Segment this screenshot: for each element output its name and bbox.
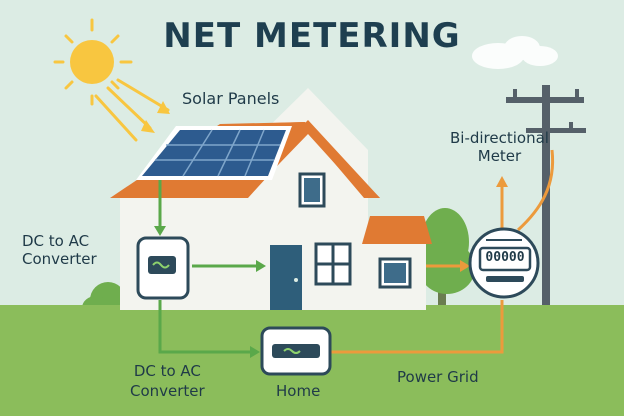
home-device xyxy=(260,326,332,376)
arrow-right-icon xyxy=(460,260,470,272)
solar-panels xyxy=(136,126,292,180)
grid-flow-lines xyxy=(330,149,555,354)
page-title: NET METERING xyxy=(163,16,461,56)
arrow-right-icon xyxy=(256,260,266,272)
arrow-down-icon xyxy=(154,226,166,236)
converter-top-label: DC to AC Converter xyxy=(22,232,97,268)
home-label: Home xyxy=(276,382,321,400)
tree-icon xyxy=(419,208,475,310)
arrow-up-icon xyxy=(496,176,508,187)
meter-display: 00000 xyxy=(485,250,525,265)
solar-panels-label: Solar Panels xyxy=(182,89,280,108)
utility-pole xyxy=(506,85,586,315)
converter-box xyxy=(136,236,190,300)
bi-directional-meter xyxy=(468,227,540,299)
sun-icon xyxy=(53,18,170,142)
power-grid-label: Power Grid xyxy=(397,368,479,386)
converter-bottom-label: DC to AC Converter xyxy=(130,362,205,400)
arrow-right-icon xyxy=(250,346,260,358)
dc-flow-lines xyxy=(158,180,258,354)
meter-label: Bi-directional Meter xyxy=(450,129,549,165)
cloud-icon xyxy=(472,36,558,69)
